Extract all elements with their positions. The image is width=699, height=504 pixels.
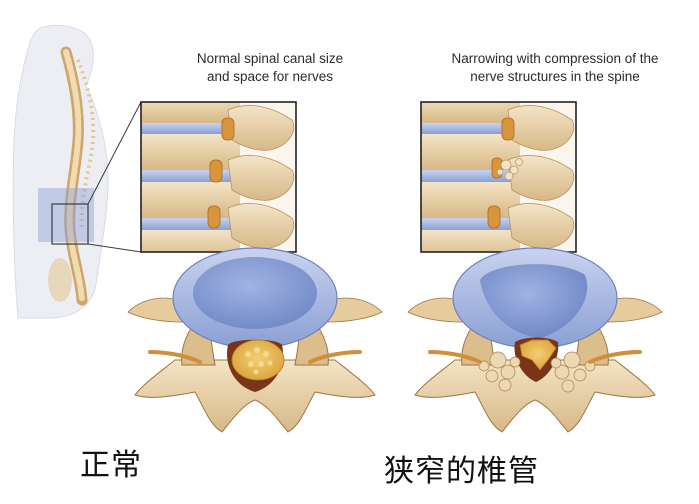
normal-label: 正常 bbox=[80, 448, 142, 483]
lumbar-highlight bbox=[38, 188, 94, 245]
body-silhouette bbox=[12, 24, 109, 319]
callout-lines bbox=[87, 101, 142, 253]
normal-vertebra-cross-section bbox=[127, 247, 383, 433]
stenosis-spine-inset bbox=[420, 101, 577, 253]
normal-caption-line1: Normal spinal canal size bbox=[196, 51, 344, 66]
stenosis-label: 狭窄的椎管 bbox=[384, 454, 539, 489]
stenosis-caption: Narrowing with compression of the nerve … bbox=[420, 50, 690, 86]
stenosis-vertebra-cross-section bbox=[407, 247, 663, 433]
normal-spine-inset bbox=[140, 101, 297, 253]
normal-caption: Normal spinal canal size and space for n… bbox=[170, 50, 370, 86]
spine-column bbox=[48, 46, 96, 306]
stenosis-caption-line2: nerve structures in the spine bbox=[470, 69, 640, 84]
normal-caption-line2: and space for nerves bbox=[206, 69, 334, 84]
stenosis-caption-line1: Narrowing with compression of the bbox=[451, 51, 659, 66]
